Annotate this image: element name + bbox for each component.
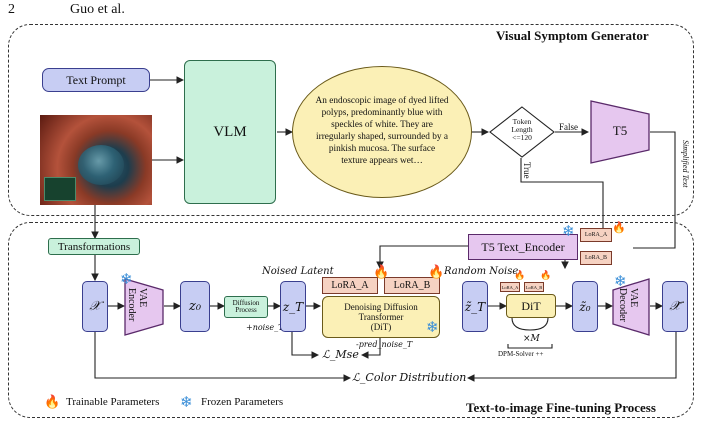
legend-flame-icon: 🔥 <box>44 394 61 409</box>
vae-encoder-line-2: Encoder <box>126 288 137 322</box>
page-number: 2 <box>8 2 15 17</box>
dit-label: DiT <box>521 298 541 313</box>
lora-a-label: LoRA_A <box>331 280 369 291</box>
vae-decoder-line-1: VAE <box>628 288 639 308</box>
noised-latent-label: Noised Latent <box>262 266 334 277</box>
trainable-flame-icon: 🔥 <box>373 264 390 279</box>
t5-lora-a-label: LoRA_A <box>584 232 608 238</box>
dpm-solver-label: DPM-Solver ++ <box>498 350 544 358</box>
panel-title-fine-tuning: Text-to-image Fine-tuning Process <box>466 400 656 415</box>
t5-label: T5 <box>612 123 628 138</box>
random-noise-label: Random Noise <box>444 266 519 277</box>
fine-tuning-panel <box>8 222 694 418</box>
token-length-decision: Token Length <=120 <box>489 106 555 158</box>
lora-b-box: LoRA_B <box>384 277 440 294</box>
loss-mse: ℒ_Mse <box>322 348 359 361</box>
legend-trainable-label: Trainable Parameters <box>66 396 160 408</box>
decision-line-2: Length <box>511 124 533 134</box>
lora-a-box: LoRA_A <box>322 277 378 294</box>
loss-color-distribution: ℒ_Color Distribution <box>352 371 467 384</box>
vae-encoder-line-1: VAE <box>137 288 148 308</box>
vae-decoder: VAE Decoder <box>612 278 650 336</box>
x-symbol: 𝒳 <box>89 299 101 314</box>
dit-line-1: Denoising Diffusion <box>344 301 418 312</box>
zT-tilde-symbol: z̃_T <box>464 299 486 314</box>
transformations-box: Transformations <box>48 238 140 255</box>
denoising-dit-box: Denoising Diffusion Transformer (DiT) <box>322 296 440 338</box>
simplified-text-label: Simplified Text <box>681 140 690 188</box>
x-input-box: 𝒳 <box>82 281 108 332</box>
t5-lora-b-box: LoRA_B <box>580 251 612 265</box>
noise-t-label: +noise_T <box>246 323 284 332</box>
z0-symbol: z₀ <box>188 299 202 314</box>
t5-text-encoder-label: T5 Text_Encoder <box>481 239 565 254</box>
x-tilde-symbol: 𝒳̃ <box>669 299 681 314</box>
x-tilde-box: 𝒳̃ <box>662 281 688 332</box>
frozen-snowflake-icon: ❄ <box>562 224 575 240</box>
generated-caption: An endoscopic image of dyed lifted polyp… <box>315 96 449 166</box>
false-label: False <box>559 122 578 132</box>
dit-box: DiT <box>506 294 556 318</box>
dit-line-3: (DiT) <box>370 322 392 333</box>
running-header-authors: Guo et al. <box>70 2 125 17</box>
z0-tilde-symbol: z̃₀ <box>579 299 591 314</box>
zT-tilde-box: z̃_T <box>462 281 488 332</box>
text-prompt-label: Text Prompt <box>66 72 126 87</box>
lora-b-label: LoRA_B <box>393 280 431 291</box>
trainable-flame-icon: 🔥 <box>428 264 445 279</box>
z0-box: z₀ <box>180 281 210 332</box>
trainable-flame-icon: 🔥 <box>540 270 552 280</box>
vlm-label: VLM <box>213 123 247 140</box>
pred-noise-label: -pred_noise_T <box>356 340 413 349</box>
transformations-label: Transformations <box>57 240 131 253</box>
decision-line-3: <=120 <box>512 132 532 142</box>
endoscopic-image <box>40 115 152 205</box>
text-prompt-box: Text Prompt <box>42 68 150 92</box>
legend-frozen-label: Frozen Parameters <box>201 396 284 408</box>
t5-text-encoder-box: T5 Text_Encoder <box>468 234 578 260</box>
frozen-snowflake-icon: ❄ <box>120 272 133 288</box>
t5-lora-a-box: LoRA_A <box>580 228 612 242</box>
vae-encoder: VAE Encoder <box>124 278 164 336</box>
vae-decoder-line-2: Decoder <box>617 288 628 322</box>
times-m-label: ×M <box>523 334 540 344</box>
frozen-snowflake-icon: ❄ <box>614 274 627 290</box>
dit-lora-a-box: LoRA_A <box>500 282 520 292</box>
caption-ellipse: An endoscopic image of dyed lifted polyp… <box>292 66 472 198</box>
frozen-snowflake-icon: ❄ <box>426 320 439 336</box>
dit-lora-a-label: LoRA_A <box>501 284 519 290</box>
t5-lora-b-label: LoRA_B <box>584 255 607 261</box>
dit-lora-b-label: LoRA_B <box>525 284 543 290</box>
panel-title-generator: Visual Symptom Generator <box>496 28 649 43</box>
decision-line-1: Token <box>512 117 532 126</box>
diffusion-process-box: Diffusion Process <box>224 296 268 318</box>
t5-box: T5 <box>590 100 650 164</box>
zT-symbol: z_T <box>282 299 304 314</box>
diffusion-process-line-2: Process <box>235 306 257 314</box>
dit-lora-b-box: LoRA_B <box>524 282 544 292</box>
z0-tilde-box: z̃₀ <box>572 281 598 332</box>
visual-symptom-generator-panel <box>8 24 694 216</box>
legend-snowflake-icon: ❄ <box>180 395 193 411</box>
zT-box: z_T <box>280 281 306 332</box>
vlm-box: VLM <box>184 60 276 204</box>
trainable-flame-icon: 🔥 <box>514 270 526 280</box>
dit-line-2: Transformer <box>358 311 404 322</box>
trainable-flame-icon: 🔥 <box>612 222 626 234</box>
true-label: True <box>522 162 532 179</box>
diffusion-process-line-1: Diffusion <box>232 298 260 307</box>
